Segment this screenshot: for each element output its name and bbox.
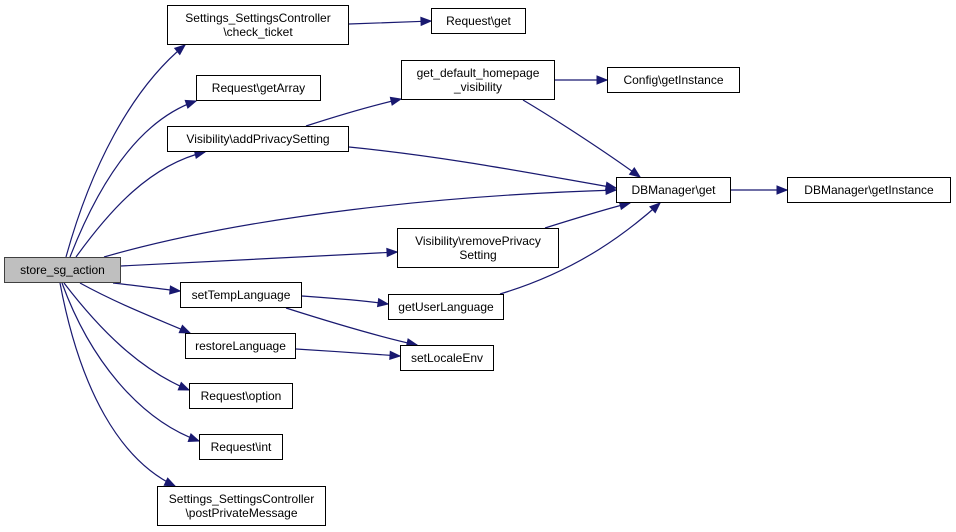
arrowhead-icon (187, 433, 201, 442)
node-label: setTempLanguage (191, 288, 291, 302)
node-label: \postPrivateMessage (185, 506, 298, 520)
edge-store_sg_action-to-request_getarray (69, 100, 197, 258)
edge-store_sg_action-to-dbmanager_get (103, 189, 617, 258)
node-set-locale-env[interactable]: setLocaleEnv (400, 345, 494, 371)
node-label: Visibility\removePrivacy (415, 234, 541, 248)
node-label: store_sg_action (20, 263, 105, 277)
arrowhead-icon (173, 44, 187, 56)
node-label: Request\getArray (211, 81, 306, 95)
arrowhead-icon (596, 75, 609, 85)
edge-store_sg_action-to-remove_privacy_setting (120, 251, 398, 267)
node-store-sg-action[interactable]: store_sg_action (4, 257, 121, 283)
node-request-option[interactable]: Request\option (189, 383, 293, 409)
edge-set_temp_language-to-set_locale_env (285, 307, 418, 346)
node-dbmanager-get[interactable]: DBManager\get (616, 177, 731, 203)
arrowhead-icon (389, 350, 402, 361)
node-label: Setting (459, 248, 497, 262)
node-get-default-homepage-visibility[interactable]: get_default_homepage _visibility (401, 60, 555, 100)
edge-store_sg_action-to-check_ticket (65, 44, 186, 258)
edge-add_privacy_setting-to-dbmanager_get (348, 146, 617, 189)
node-restore-language[interactable]: restoreLanguage (185, 333, 296, 359)
node-label: restoreLanguage (195, 339, 286, 353)
node-label: _visibility (453, 80, 502, 94)
edge-store_sg_action-to-post_private_message (59, 282, 176, 487)
arrowhead-icon (169, 285, 182, 295)
edge-get_user_language-to-dbmanager_get (499, 202, 661, 295)
arrowhead-icon (177, 381, 191, 391)
node-label: Config\getInstance (623, 73, 724, 87)
edge-store_sg_action-to-add_privacy_setting (75, 151, 206, 258)
arrowhead-icon (386, 247, 399, 258)
node-config-getinstance[interactable]: Config\getInstance (607, 67, 740, 93)
edge-store_sg_action-to-restore_language (79, 282, 191, 334)
node-request-int[interactable]: Request\int (199, 434, 283, 460)
arrowhead-icon (776, 185, 789, 195)
edge-check_ticket-to-request_get (348, 20, 432, 25)
node-request-get[interactable]: Request\get (431, 8, 526, 34)
edge-remove_privacy_setting-to-dbmanager_get (544, 202, 631, 229)
arrowhead-icon (628, 166, 642, 178)
arrowhead-icon (389, 96, 403, 106)
node-remove-privacy-setting[interactable]: Visibility\removePrivacy Setting (397, 228, 559, 268)
arrowhead-icon (178, 324, 192, 334)
edge-store_sg_action-to-request_option (63, 282, 190, 391)
node-dbmanager-getinstance[interactable]: DBManager\getInstance (787, 177, 951, 203)
node-label: getUserLanguage (398, 300, 494, 314)
arrowhead-icon (604, 181, 618, 191)
node-label: Request\get (446, 14, 511, 28)
node-label: \check_ticket (223, 25, 293, 39)
edge-get_default_homepage_visibility-to-dbmanager_get (522, 99, 641, 178)
arrowhead-icon (184, 99, 198, 109)
edge-store_sg_action-to-request_int (61, 282, 200, 442)
node-request-getarray[interactable]: Request\getArray (196, 75, 321, 101)
edge-restore_language-to-set_locale_env (295, 348, 401, 357)
node-label: Visibility\addPrivacySetting (186, 132, 330, 146)
node-label: DBManager\get (631, 183, 716, 197)
node-add-privacy-setting[interactable]: Visibility\addPrivacySetting (167, 126, 349, 152)
edge-set_temp_language-to-get_user_language (301, 295, 389, 305)
node-label: Request\option (200, 389, 282, 403)
node-post-private-message[interactable]: Settings_SettingsController \postPrivate… (157, 486, 326, 526)
node-get-user-language[interactable]: getUserLanguage (388, 294, 504, 320)
node-label: DBManager\getInstance (804, 183, 934, 197)
node-label: Settings_SettingsController (168, 492, 315, 506)
node-label: Request\int (210, 440, 272, 454)
node-set-temp-language[interactable]: setTempLanguage (180, 282, 302, 308)
arrowhead-icon (163, 477, 177, 487)
node-check-ticket[interactable]: Settings_SettingsController \check_ticke… (167, 5, 349, 45)
arrowhead-icon (420, 16, 433, 27)
node-label: setLocaleEnv (410, 351, 484, 365)
node-label: get_default_homepage (416, 66, 540, 80)
edge-add_privacy_setting-to-get_default_homepage_visibility (305, 98, 402, 127)
arrowhead-icon (649, 202, 662, 214)
node-label: Settings_SettingsController (185, 11, 331, 25)
arrowhead-icon (376, 297, 390, 308)
